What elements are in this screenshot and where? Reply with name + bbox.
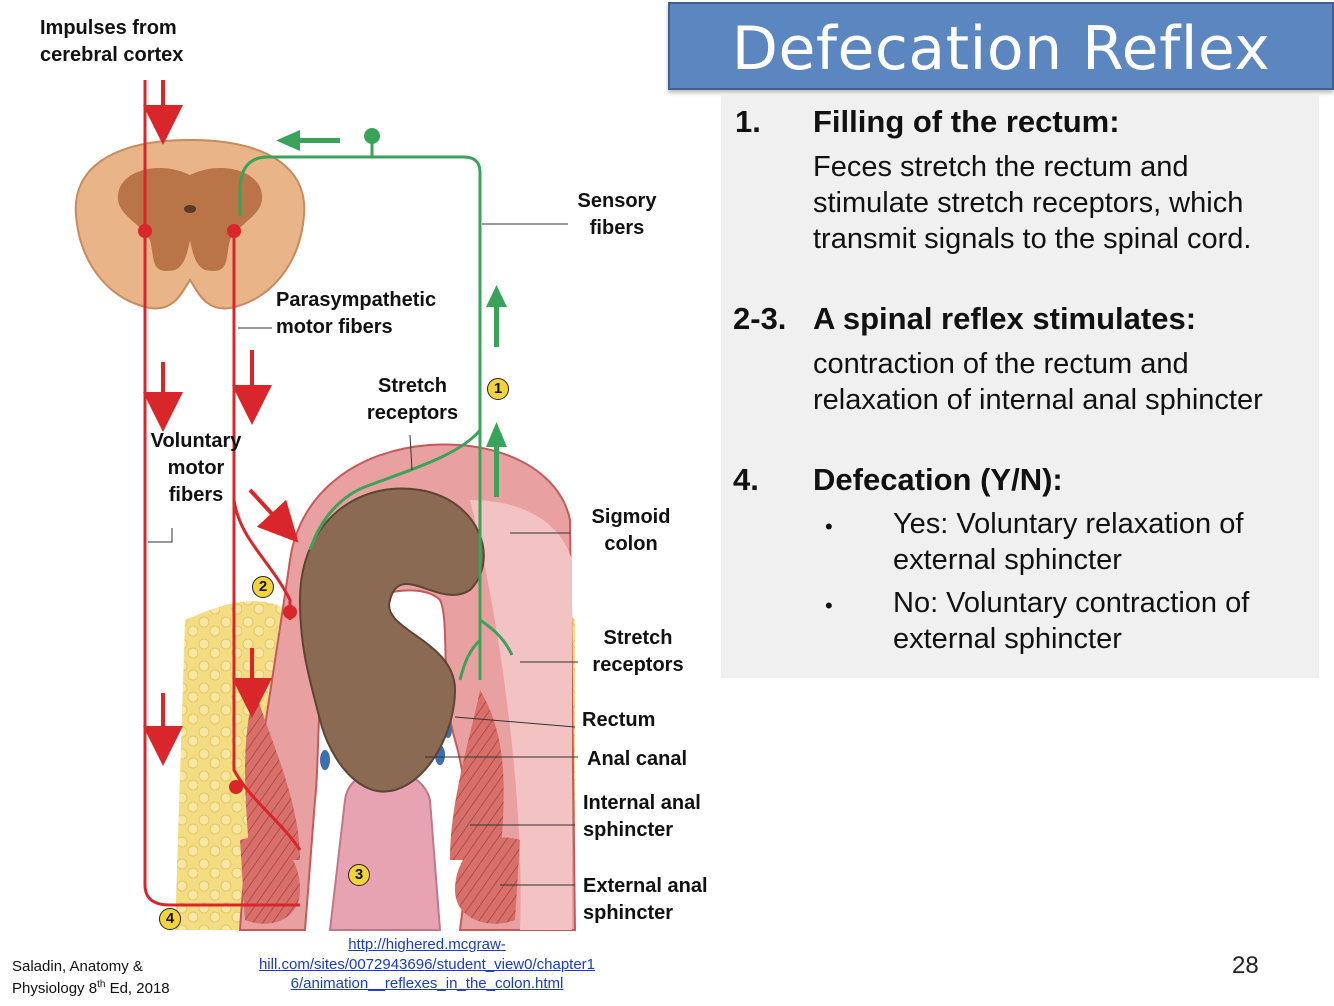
label-voluntary-line-1: Voluntary bbox=[150, 430, 242, 452]
vessel bbox=[320, 750, 330, 770]
step-2-3-line-2: relaxation of internal anal sphincter bbox=[813, 384, 1263, 416]
label-internal-sphincter: Internal anal sphincter bbox=[583, 790, 701, 844]
step-2-3-body: contraction of the rectum and relaxation… bbox=[813, 346, 1263, 418]
label-voluntary-line-3: fibers bbox=[168, 484, 224, 506]
label-impulses-line-2: cerebral cortex bbox=[40, 44, 184, 66]
sigmoid-colon bbox=[470, 500, 572, 930]
label-internal-line-1: Internal anal bbox=[583, 792, 701, 814]
label-parasympathetic: Parasympathetic motor fibers bbox=[276, 287, 436, 341]
credit-superscript: th bbox=[97, 979, 106, 990]
link-line-2[interactable]: hill.com/sites/0072943696/student_view0/… bbox=[258, 955, 596, 973]
step-badge-4: 4 bbox=[159, 908, 181, 930]
label-voluntary-motor: Voluntary motor fibers bbox=[140, 428, 252, 509]
link-line-1[interactable]: http://highered.mcgraw- bbox=[348, 936, 506, 953]
label-sigmoid-colon: Sigmoid colon bbox=[578, 504, 684, 558]
step-badge-1: 1 bbox=[487, 378, 509, 400]
voluntary-neuron bbox=[138, 224, 152, 238]
label-stretch-top-line-1: Stretch bbox=[378, 375, 447, 397]
label-rectum: Rectum bbox=[582, 709, 656, 731]
label-stretch-bottom-line-2: receptors bbox=[592, 654, 684, 676]
internal-sphincter-right bbox=[450, 690, 504, 860]
step-badge-3: 3 bbox=[348, 864, 370, 886]
label-sensory-fibers: Sensory fibers bbox=[568, 188, 666, 242]
anatomy-illustration bbox=[74, 80, 578, 931]
step-2-3-line-1: contraction of the rectum and bbox=[813, 348, 1189, 380]
label-sensory-line-2: fibers bbox=[589, 217, 645, 239]
source-credit: Saladin, Anatomy & Physiology 8th Ed, 20… bbox=[12, 958, 170, 998]
ganglion-neuron-lower bbox=[229, 780, 243, 794]
label-sigmoid-line-1: Sigmoid bbox=[591, 506, 671, 528]
label-impulses: Impulses from cerebral cortex bbox=[40, 15, 183, 69]
label-parasympathetic-line-1: Parasympathetic bbox=[276, 289, 437, 311]
bullet-no-line-2: external sphincter bbox=[893, 623, 1122, 655]
step-1-body: Feces stretch the rectum and stimulate s… bbox=[813, 149, 1251, 257]
label-sensory-line-1: Sensory bbox=[577, 190, 657, 212]
slide-title: Defecation Reflex bbox=[731, 14, 1271, 84]
credit-line-1: Saladin, Anatomy & bbox=[12, 958, 143, 975]
link-line-3[interactable]: 6/animation__reflexes_in_the_colon.html bbox=[290, 975, 564, 992]
credit-edition: Physiology 8 bbox=[12, 980, 98, 997]
step-1-number: 1. bbox=[735, 104, 761, 139]
credit-line-2: Physiology 8th Ed, 2018 bbox=[12, 976, 170, 998]
anal-canal bbox=[328, 769, 442, 931]
leader-lines bbox=[148, 223, 578, 886]
label-voluntary-line-2: motor bbox=[167, 457, 225, 479]
label-stretch-receptors-top: Stretch receptors bbox=[355, 373, 470, 427]
label-anal-canal: Anal canal bbox=[587, 748, 688, 770]
step-1-line-3: transmit signals to the spinal cord. bbox=[813, 223, 1252, 255]
steps-panel: 1. Filling of the rectum: Feces stretch … bbox=[721, 94, 1319, 678]
bullet-no-text: No: Voluntary contraction of external sp… bbox=[893, 585, 1249, 657]
animation-link[interactable]: http://highered.mcgraw- hill.com/sites/0… bbox=[232, 935, 622, 994]
step-2-3-heading: A spinal reflex stimulates: bbox=[813, 301, 1197, 336]
step-1-heading: Filling of the rectum: bbox=[813, 104, 1120, 139]
reflex-diagram: Impulses from cerebral cortex Sensory fi… bbox=[40, 15, 708, 931]
label-sigmoid-line-2: colon bbox=[604, 533, 658, 555]
ganglion-neuron bbox=[283, 605, 297, 619]
parasympathetic-neuron bbox=[227, 224, 241, 238]
bullet-no: • bbox=[825, 593, 833, 618]
bullet-yes-line-1: Yes: Voluntary relaxation of bbox=[893, 508, 1244, 540]
step-badge-2: 2 bbox=[252, 576, 274, 598]
bullet-no-line-1: No: Voluntary contraction of bbox=[893, 587, 1250, 619]
step-1-line-1: Feces stretch the rectum and bbox=[813, 151, 1189, 183]
label-internal-line-2: sphincter bbox=[583, 819, 674, 841]
motor-pathways bbox=[143, 80, 302, 907]
label-external-line-1: External anal bbox=[583, 875, 708, 897]
step-4-heading: Defecation (Y/N): bbox=[813, 462, 1063, 497]
external-sphincter-left bbox=[240, 837, 300, 924]
label-stretch-top-line-2: receptors bbox=[366, 402, 459, 424]
sensory-arrows bbox=[276, 130, 507, 497]
step-2-3-number: 2-3. bbox=[733, 301, 787, 336]
label-external-sphincter: External anal sphincter bbox=[583, 873, 708, 927]
credit-year: Ed, 2018 bbox=[105, 980, 170, 997]
label-parasympathetic-line-2: motor fibers bbox=[276, 316, 393, 338]
page-number: 28 bbox=[1232, 952, 1259, 979]
label-stretch-bottom-line-1: Stretch bbox=[603, 627, 673, 649]
bullet-yes-text: Yes: Voluntary relaxation of external sp… bbox=[893, 506, 1243, 578]
label-impulses-line-1: Impulses from bbox=[40, 17, 177, 39]
title-banner: Defecation Reflex bbox=[668, 2, 1334, 90]
sensory-ganglion bbox=[364, 128, 380, 144]
bullet-yes-line-2: external sphincter bbox=[893, 544, 1122, 576]
step-4-number: 4. bbox=[733, 462, 759, 497]
label-external-line-2: sphincter bbox=[583, 902, 674, 924]
feces bbox=[298, 487, 485, 793]
internal-sphincter-left bbox=[245, 690, 300, 860]
motor-arrows bbox=[143, 80, 299, 766]
step-1-line-2: stimulate stretch receptors, which bbox=[813, 187, 1244, 219]
spinal-cord-section bbox=[74, 138, 306, 310]
external-sphincter-right bbox=[455, 837, 520, 924]
label-stretch-receptors-bottom: Stretch receptors bbox=[582, 625, 694, 679]
bullet-yes: • bbox=[825, 514, 833, 539]
